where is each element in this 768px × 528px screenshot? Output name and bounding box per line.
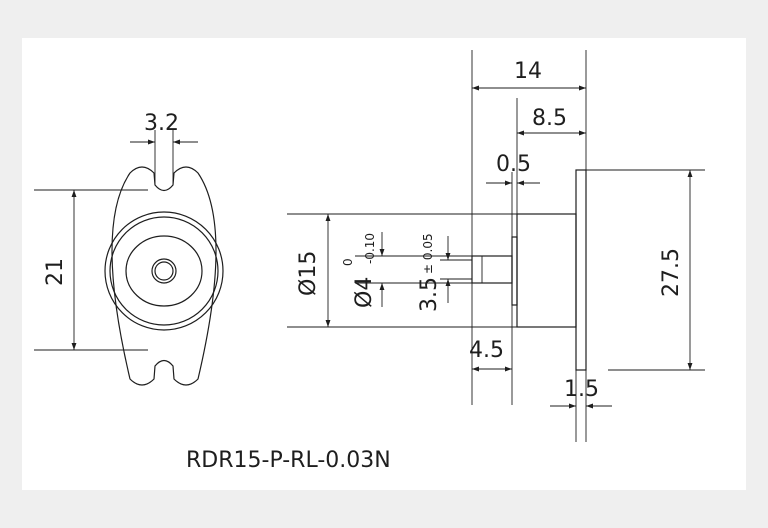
flange-plate xyxy=(575,169,587,371)
flat-tol-label: ± 0.05 xyxy=(421,233,435,274)
body-outer-circle xyxy=(104,211,224,331)
shaft-hole xyxy=(151,258,177,284)
step-label: 0.5 xyxy=(496,152,531,177)
shaft-diameter-label: Ø4 xyxy=(352,277,377,308)
side-view: 14 8.5 0.5 Ø15 Ø4 0 -0.10 xyxy=(287,50,705,442)
front-view: 3.2 21 xyxy=(34,111,224,386)
drawing-sheet xyxy=(22,38,746,490)
shaft xyxy=(471,255,513,284)
flange-depth-label: 8.5 xyxy=(532,106,567,131)
shaft-circle xyxy=(154,261,174,281)
body-cylinder xyxy=(516,213,577,328)
shaft-length-label: 4.5 xyxy=(469,338,504,363)
flat-size-label: 3.5 xyxy=(417,277,442,312)
shaft-tol-upper: 0 xyxy=(341,258,355,266)
flange-outline xyxy=(111,166,217,386)
body-diameter-label: Ø15 xyxy=(296,251,321,296)
flange-height-label: 27.5 xyxy=(659,248,684,297)
shaft-boss xyxy=(125,235,203,307)
overall-length-label: 14 xyxy=(514,59,542,84)
part-number-caption: RDR15-P-RL-0.03N xyxy=(186,448,391,473)
slot-pitch-label: 21 xyxy=(43,258,68,286)
slot-width-label: 3.2 xyxy=(144,111,179,136)
body-inner-circle xyxy=(109,216,219,326)
flange-thickness-label: 1.5 xyxy=(564,377,599,402)
shaft-tol-lower: -0.10 xyxy=(363,233,377,264)
body-step xyxy=(511,236,518,306)
